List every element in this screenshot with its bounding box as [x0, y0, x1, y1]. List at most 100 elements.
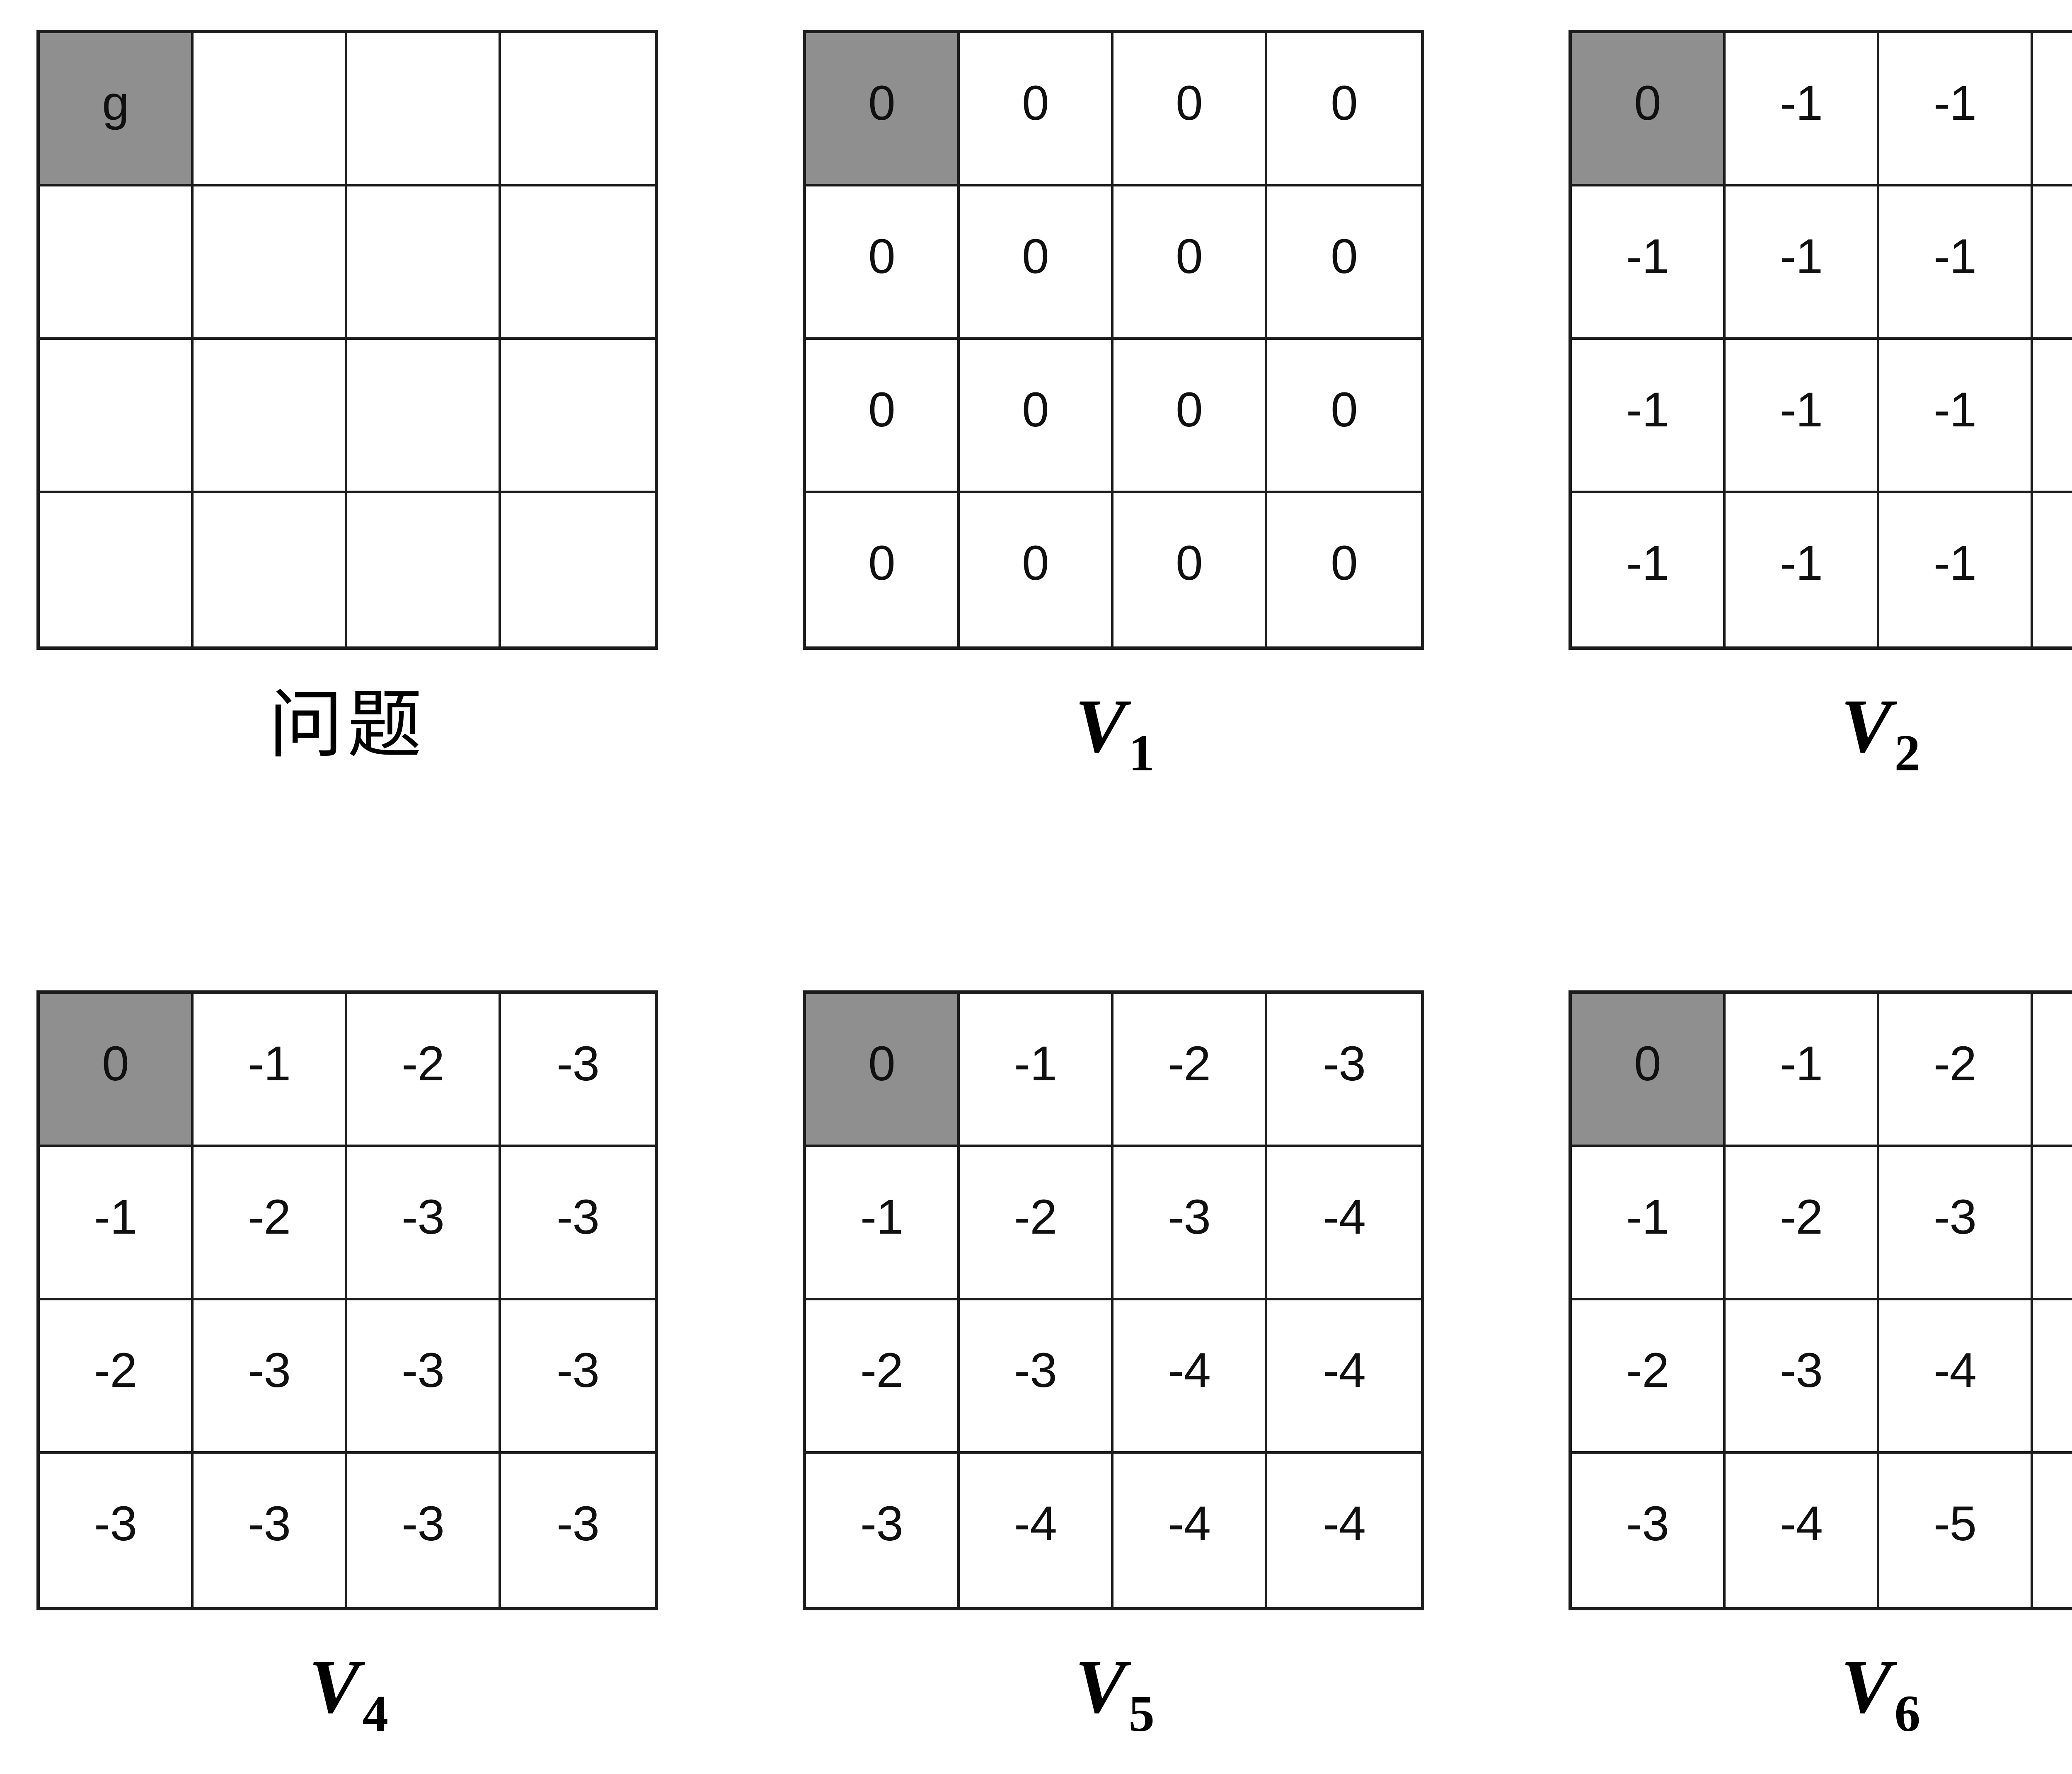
cell-value: -1 [1780, 382, 1823, 437]
caption-symbol: V [309, 1644, 360, 1729]
cell-value: -1 [1626, 1190, 1669, 1244]
grid-cell: -2 [806, 1300, 960, 1454]
caption-subscript: 2 [1894, 725, 1920, 782]
cell-value: 0 [1176, 76, 1203, 131]
panel-caption-v1: V1 [803, 688, 1424, 812]
panel-caption-v4: V4 [36, 1648, 658, 1773]
cell-value: -1 [1626, 536, 1669, 591]
cell-value: -3 [860, 1496, 903, 1551]
grid-cell: -1 [1879, 186, 2033, 340]
cell-value: -3 [1934, 1190, 1977, 1244]
grid-cell: -4 [2033, 1147, 2072, 1300]
grid-cell: -5 [2033, 1454, 2072, 1607]
cell-value: -2 [1934, 1036, 1977, 1091]
cell-value: -3 [94, 1496, 137, 1551]
grid-v2: 0-1-1-1-1-1-1-1-1-1-1-1-1-1-1-1 [1569, 30, 2072, 650]
grid-cell: -3 [347, 1147, 501, 1300]
cell-value: -3 [402, 1190, 445, 1244]
cell-value: 0 [868, 229, 896, 284]
grid-cell: 0 [806, 994, 960, 1147]
cell-value: -4 [1323, 1190, 1366, 1244]
grid-cell: g [40, 33, 194, 186]
grid-cell: -3 [1113, 1147, 1267, 1300]
grid-cell: -4 [1267, 1454, 1421, 1607]
cell-value: -1 [1626, 229, 1669, 284]
grid-cell: 0 [1267, 33, 1421, 186]
cell-value: 0 [868, 76, 896, 131]
grid-cell: -2 [40, 1300, 194, 1454]
cell-value: -3 [557, 1496, 600, 1551]
cell-value: 0 [1331, 229, 1358, 284]
grid-cell: -2 [1879, 994, 2033, 1147]
cell-value: -1 [1934, 536, 1977, 591]
grid-cell: -2 [347, 994, 501, 1147]
cell-value: -1 [1780, 1036, 1823, 1091]
cell-value: -3 [248, 1343, 291, 1398]
cell-value: -3 [1014, 1343, 1057, 1398]
grid-cell: -4 [960, 1454, 1113, 1607]
grid-cell: -4 [1113, 1454, 1267, 1607]
cell-value: 0 [1022, 76, 1049, 131]
grid-v4: 0-1-2-3-1-2-3-3-2-3-3-3-3-3-3-3 [36, 990, 658, 1610]
cell-value: -2 [248, 1190, 291, 1244]
grid-cell [501, 493, 655, 646]
grid-cell: -1 [1572, 493, 1726, 646]
grid-cell [347, 493, 501, 646]
cell-value: -2 [1168, 1036, 1211, 1091]
cell-value: 0 [868, 536, 896, 591]
cell-value: -1 [1934, 382, 1977, 437]
grid-cell: -3 [347, 1300, 501, 1454]
grid-cell: -1 [1726, 994, 1879, 1147]
cell-value: 0 [1022, 382, 1049, 437]
cell-value: 0 [1331, 536, 1358, 591]
cell-value: -5 [1934, 1496, 1977, 1551]
grid-cell: -3 [501, 1454, 655, 1607]
grid-cell [194, 33, 347, 186]
grid-cell: 0 [1267, 493, 1421, 646]
caption-subscript: 1 [1128, 725, 1155, 782]
cell-value: -2 [860, 1343, 903, 1398]
grid-cell: 0 [1113, 493, 1267, 646]
cell-value: -3 [1780, 1343, 1823, 1398]
cell-value: 0 [1331, 76, 1358, 131]
cell-value: -4 [1014, 1496, 1057, 1551]
grid-cell: -2 [1113, 994, 1267, 1147]
grid-cell: -1 [1879, 33, 2033, 186]
grid-cell: -4 [1267, 1147, 1421, 1300]
grid-cell: -3 [1726, 1300, 1879, 1454]
grid-cell: -3 [960, 1300, 1113, 1454]
grid-cell: -1 [1726, 186, 1879, 340]
cell-value: -1 [1780, 229, 1823, 284]
grid-cell: -1 [1726, 340, 1879, 493]
cell-value: -4 [1323, 1343, 1366, 1398]
grid-cell [194, 493, 347, 646]
grid-cell: -4 [1113, 1300, 1267, 1454]
grid-cell [501, 186, 655, 340]
cell-value: -3 [1168, 1190, 1211, 1244]
grid-cell: -1 [2033, 33, 2072, 186]
grid-cell: 0 [806, 33, 960, 186]
panel-caption-v6: V6 [1569, 1648, 2072, 1773]
grid-cell: -5 [2033, 1300, 2072, 1454]
panel-problem: g 问题 [36, 30, 661, 812]
caption-symbol: V [1841, 684, 1892, 769]
grid-cell: -1 [1572, 1147, 1726, 1300]
cell-value: -1 [1934, 229, 1977, 284]
grid-cell: 0 [806, 186, 960, 340]
cell-value: 0 [1176, 382, 1203, 437]
grid-cell [194, 186, 347, 340]
grid-cell: 0 [806, 340, 960, 493]
grid-cell: -3 [501, 994, 655, 1147]
cell-value: -2 [1014, 1190, 1057, 1244]
grid-cell [347, 33, 501, 186]
grid-cell [40, 186, 194, 340]
caption-symbol: V [1841, 1644, 1892, 1729]
grid-cell: -1 [1879, 493, 2033, 646]
grid-cell: -2 [194, 1147, 347, 1300]
grid-cell [347, 186, 501, 340]
cell-value: 0 [1634, 1036, 1661, 1091]
grid-cell: -3 [501, 1300, 655, 1454]
cell-value: -1 [1934, 76, 1977, 131]
caption-text: 问题 [268, 682, 426, 768]
